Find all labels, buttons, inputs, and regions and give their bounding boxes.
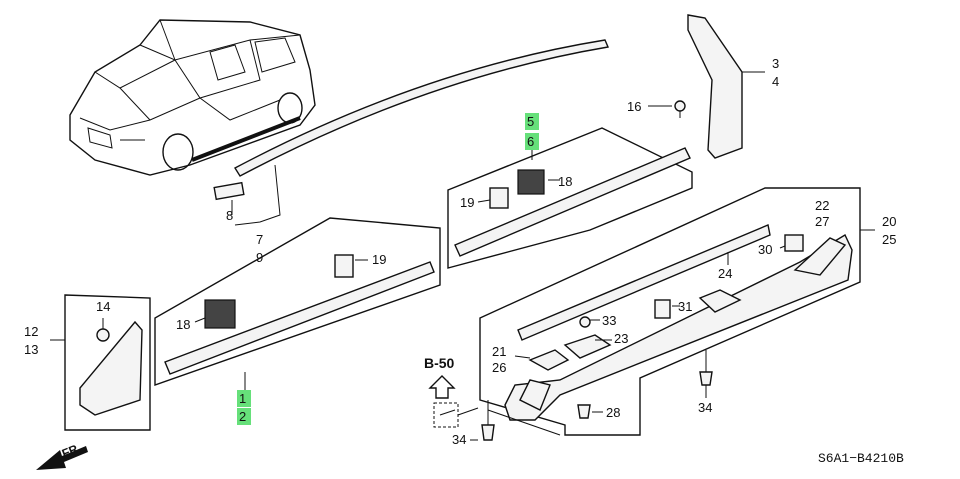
label-18-lower: 18 <box>176 317 190 332</box>
front-direction-label: FR. <box>60 441 83 461</box>
label-27: 27 <box>815 214 829 229</box>
label-34-right: 34 <box>698 400 712 415</box>
clip-18-upper <box>517 169 545 195</box>
bracket-21-part <box>528 349 570 371</box>
lower-molding-box <box>154 217 441 392</box>
screw-34-right <box>699 350 713 398</box>
highlight-6 <box>525 133 539 150</box>
mudguard-box <box>50 294 151 431</box>
bracket-23-part <box>563 334 612 359</box>
screw-34-left <box>470 400 561 441</box>
clip-31-part <box>654 299 671 319</box>
b50-label: B-50 <box>424 355 455 371</box>
label-18-upper: 18 <box>558 174 572 189</box>
label-25: 25 <box>882 232 896 247</box>
label-31: 31 <box>678 299 692 314</box>
label-33: 33 <box>602 313 616 328</box>
clip-18-lower <box>204 299 236 329</box>
label-4: 4 <box>772 74 779 89</box>
label-13: 13 <box>24 342 38 357</box>
label-8: 8 <box>226 208 233 223</box>
clip-33-part <box>579 316 591 328</box>
highlight-2 <box>237 408 251 425</box>
label-6: 6 <box>527 134 534 149</box>
label-3: 3 <box>772 56 779 71</box>
label-12: 12 <box>24 324 38 339</box>
screw-28 <box>577 404 603 419</box>
label-28: 28 <box>606 405 620 420</box>
clip-14-part <box>96 328 110 342</box>
car-illustration <box>69 19 316 176</box>
label-23: 23 <box>614 331 628 346</box>
label-24: 24 <box>718 266 732 281</box>
label-26: 26 <box>492 360 506 375</box>
highlight-1 <box>237 390 251 407</box>
label-19-lower: 19 <box>372 252 386 267</box>
front-direction-indicator <box>36 446 88 470</box>
label-14: 14 <box>96 299 110 314</box>
clip-8-part <box>213 181 245 201</box>
label-16: 16 <box>627 99 641 114</box>
label-21: 21 <box>492 344 506 359</box>
label-1: 1 <box>239 391 246 406</box>
b50-reference <box>428 375 479 428</box>
label-34-left: 34 <box>452 432 466 447</box>
pillar-garnish <box>687 14 765 159</box>
label-30: 30 <box>758 242 772 257</box>
clip-19-upper <box>489 187 509 209</box>
label-2: 2 <box>239 409 246 424</box>
clip-30-part <box>784 234 804 252</box>
sill-garnish-box <box>479 187 875 436</box>
diagram-code: S6A1−B4210B <box>818 451 904 466</box>
label-7: 7 <box>256 232 263 247</box>
label-19-upper: 19 <box>460 195 474 210</box>
upper-molding-box <box>447 127 693 269</box>
highlight-5 <box>525 113 539 130</box>
label-20: 20 <box>882 214 896 229</box>
clip-19-lower <box>334 254 354 278</box>
clip-16 <box>648 100 686 118</box>
label-5: 5 <box>527 114 534 129</box>
roof-molding <box>213 39 609 226</box>
label-22: 22 <box>815 198 829 213</box>
